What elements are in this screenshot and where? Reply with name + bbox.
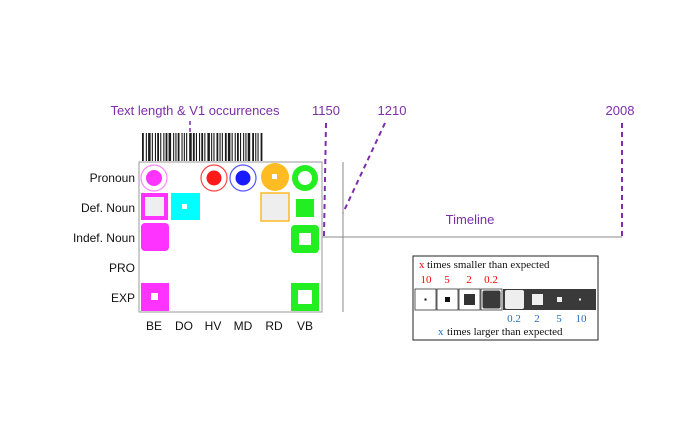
legend-top-value-2: 2 — [466, 274, 472, 286]
def-noun-rd-square — [260, 192, 290, 222]
text-length-barcode — [142, 133, 263, 161]
barcode-bar — [195, 133, 197, 161]
barcode-bar — [219, 133, 221, 161]
legend-top-x: x — [419, 259, 425, 271]
barcode-bar — [186, 133, 188, 161]
barcode-bar — [145, 133, 147, 161]
matrix-frame — [138, 161, 323, 313]
barcode-bar — [255, 133, 257, 161]
legend-bottom-text: times larger than expected — [447, 326, 563, 338]
row-label-exp: EXP — [111, 291, 135, 305]
legend-top-text: times smaller than expected — [427, 259, 550, 271]
legend-swatch-larger-10 — [579, 298, 581, 301]
pronoun-be-circle — [140, 164, 168, 192]
legend-bottom-value-10: 10 — [576, 313, 588, 325]
year-label-2008: 2008 — [606, 103, 635, 118]
barcode-bar — [260, 133, 263, 161]
barcode-bar — [142, 133, 144, 161]
barcode-bar — [257, 133, 259, 161]
barcode-bar — [189, 133, 192, 161]
barcode-bar — [154, 133, 156, 161]
barcode-bar — [157, 133, 159, 161]
legend-top-value-5: 5 — [444, 274, 450, 286]
barcode-bar — [221, 133, 223, 161]
barcode-bar — [204, 133, 206, 161]
timeline-label: Timeline — [446, 212, 495, 227]
col-label-hv: HV — [205, 319, 222, 333]
row-label-pronoun: Pronoun — [90, 171, 135, 185]
indef-noun-be-square — [141, 223, 169, 251]
legend-bottom-value-2: 2 — [534, 313, 540, 325]
legend: x times smaller than expected 10 5 2 0.2… — [412, 255, 599, 341]
barcode-bar — [192, 133, 195, 161]
year-label-1150: 1150 — [312, 103, 340, 118]
year-line-1210 — [342, 122, 386, 214]
barcode-bar — [181, 133, 183, 161]
barcode-bar — [240, 133, 242, 161]
legend-swatch-larger-2 — [532, 294, 543, 305]
barcode-bar — [201, 133, 204, 161]
barcode-bar — [175, 133, 177, 161]
legend-top-value-0-2: 0.2 — [484, 274, 498, 286]
barcode-bar — [165, 133, 168, 161]
barcode-bar — [243, 133, 245, 161]
year-line-1150 — [323, 122, 327, 237]
pronoun-md-circle — [229, 164, 257, 192]
row-label-def-noun: Def. Noun — [81, 201, 135, 215]
pronoun-rd-circle — [261, 163, 289, 191]
barcode-bar — [211, 133, 213, 161]
barcode-bar — [227, 133, 231, 161]
pronoun-hv-circle — [200, 164, 228, 192]
legend-bottom-value-0-2: 0.2 — [507, 313, 521, 325]
col-label-vb: VB — [297, 319, 313, 333]
def-noun-do-square — [171, 193, 200, 220]
col-label-be: BE — [146, 319, 162, 333]
legend-top-value-10: 10 — [421, 274, 433, 286]
barcode-bar — [224, 133, 227, 161]
exp-vb-square — [291, 283, 319, 311]
legend-bottom-value-5: 5 — [556, 313, 562, 325]
row-label-indef-noun: Indef. Noun — [73, 231, 135, 245]
header-title: Text length & V1 occurrences — [110, 103, 280, 118]
barcode-bar — [247, 133, 251, 161]
barcode-bar — [199, 133, 201, 161]
barcode-bar — [151, 133, 153, 161]
barcode-bar — [237, 133, 239, 161]
exp-be-square — [141, 283, 169, 311]
col-label-md: MD — [234, 319, 253, 333]
barcode-bar — [252, 133, 254, 161]
def-noun-vb-square — [296, 199, 314, 217]
barcode-bar — [231, 133, 233, 161]
barcode-bar — [173, 133, 175, 161]
col-label-do: DO — [175, 319, 193, 333]
indef-noun-vb-square — [291, 225, 319, 253]
barcode-bar — [183, 133, 185, 161]
barcode-bar — [160, 133, 162, 161]
legend-swatch-larger-0-2 — [505, 290, 524, 309]
barcode-bar — [234, 133, 236, 161]
barcode-bar — [177, 133, 180, 161]
barcode-bar — [207, 133, 210, 161]
barcode-bar — [213, 133, 215, 161]
col-label-rd: RD — [265, 319, 283, 333]
barcode-bar — [148, 133, 151, 161]
barcode-bar — [168, 133, 172, 161]
def-noun-be-square — [141, 193, 168, 220]
legend-swatch-larger-5 — [557, 297, 562, 302]
year-label-1210: 1210 — [378, 103, 407, 118]
barcode-bar — [245, 133, 247, 161]
pronoun-vb-circle — [292, 165, 318, 191]
barcode-bar — [216, 133, 219, 161]
barcode-bar — [163, 133, 165, 161]
legend-larger-strip — [503, 289, 596, 310]
row-label-pro: PRO — [109, 261, 135, 275]
legend-bottom-x: x — [438, 326, 444, 338]
